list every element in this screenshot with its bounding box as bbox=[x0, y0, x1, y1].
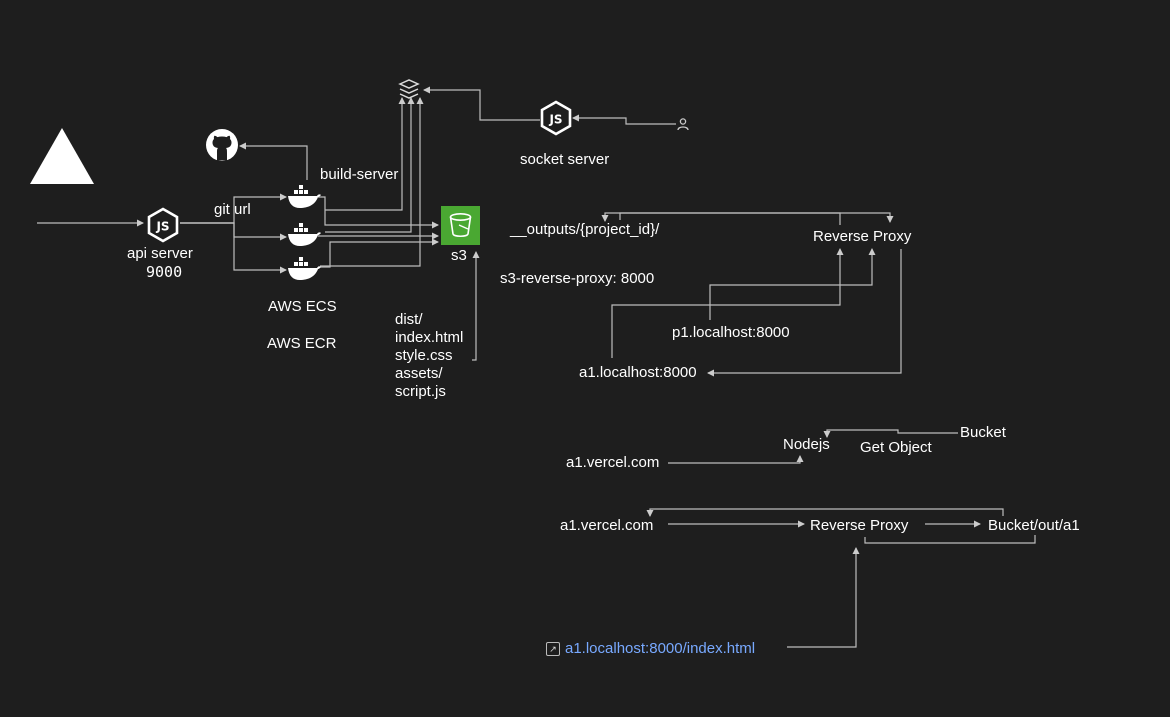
user-icon[interactable] bbox=[677, 117, 689, 131]
edge-docker2-queue bbox=[325, 97, 415, 233]
a1-vercel-label: a1.vercel.com bbox=[566, 454, 660, 471]
file-item: dist/ bbox=[395, 311, 423, 328]
get-object-label: Get Object bbox=[860, 439, 932, 456]
outputs-path-label: __outputs/{project_id}/ bbox=[510, 221, 660, 238]
file-item: assets/ bbox=[395, 365, 443, 382]
a1-localhost-label: a1.localhost:8000 bbox=[579, 364, 697, 381]
stack-icon bbox=[398, 79, 420, 99]
api-server-nodejs-icon[interactable]: JS bbox=[146, 207, 180, 243]
localhost-index-link[interactable]: ↗ a1.localhost:8000/index.html bbox=[546, 640, 755, 657]
build-server-label: build-server bbox=[320, 166, 399, 183]
external-link-icon: ↗ bbox=[546, 642, 560, 656]
edge-bucket-proxy bbox=[864, 535, 1036, 544]
docker-icon[interactable] bbox=[286, 184, 322, 210]
edge-vercel-nodejs bbox=[668, 455, 804, 464]
p1-localhost-label: p1.localhost:8000 bbox=[672, 324, 790, 341]
reverse-proxy-label: Reverse Proxy bbox=[813, 228, 912, 245]
link-text[interactable]: a1.localhost:8000/index.html bbox=[565, 640, 756, 657]
edge-bucket-nodejs bbox=[823, 429, 958, 438]
edge-proxy-a1 bbox=[707, 249, 902, 377]
s3-bucket-icon[interactable] bbox=[441, 206, 480, 245]
file-item: index.html bbox=[395, 329, 464, 346]
edge-proxy-loop bbox=[619, 212, 894, 223]
a1-vercel-label: a1.vercel.com bbox=[560, 517, 654, 534]
edge-api-docker3 bbox=[180, 222, 287, 274]
edge-user-socket bbox=[572, 114, 676, 125]
nodejs-label: Nodejs bbox=[783, 436, 830, 453]
reverse-proxy-label: Reverse Proxy bbox=[810, 517, 909, 534]
bucket-label: Bucket bbox=[960, 424, 1006, 441]
docker-icon[interactable] bbox=[286, 222, 322, 248]
edge-docker1-s3 bbox=[318, 196, 439, 229]
bucket-out-label: Bucket/out/a1 bbox=[988, 517, 1080, 534]
file-item: script.js bbox=[395, 383, 446, 400]
aws-ecs-label: AWS ECS bbox=[268, 298, 337, 315]
socket-server-label: socket server bbox=[520, 151, 610, 168]
edge-files-s3 bbox=[472, 251, 480, 361]
edge-docker3-s3 bbox=[318, 238, 439, 268]
edge-docker3-queue bbox=[320, 97, 424, 267]
github-icon[interactable] bbox=[205, 128, 239, 162]
git-url-label: git url bbox=[214, 201, 251, 218]
file-item: style.css bbox=[395, 347, 453, 364]
edge-socket-queue bbox=[423, 86, 540, 121]
docker-icon[interactable] bbox=[286, 256, 322, 282]
aws-ecr-label: AWS ECR bbox=[267, 335, 337, 352]
edge-bucket-vercel bbox=[646, 508, 1004, 517]
edge-api-docker2 bbox=[180, 222, 287, 241]
edge-a1-proxy bbox=[611, 248, 844, 358]
edge-docker-github bbox=[239, 142, 308, 180]
s3-reverse-proxy-label: s3-reverse-proxy: 8000 bbox=[500, 270, 655, 287]
socket-server-nodejs-icon[interactable]: JS bbox=[539, 100, 573, 136]
svg-text:JS: JS bbox=[548, 113, 562, 127]
triangle-icon bbox=[30, 128, 94, 184]
svg-text:JS: JS bbox=[155, 220, 169, 234]
api-server-label: api server bbox=[127, 245, 193, 262]
api-server-port: 9000 bbox=[146, 263, 183, 281]
s3-label: s3 bbox=[451, 247, 467, 264]
file-list: dist/ index.html style.css assets/ scrip… bbox=[395, 311, 463, 401]
edge-p1-proxy bbox=[709, 248, 876, 320]
edge-link-proxy bbox=[787, 547, 860, 648]
edge-docker1-queue bbox=[325, 97, 406, 211]
